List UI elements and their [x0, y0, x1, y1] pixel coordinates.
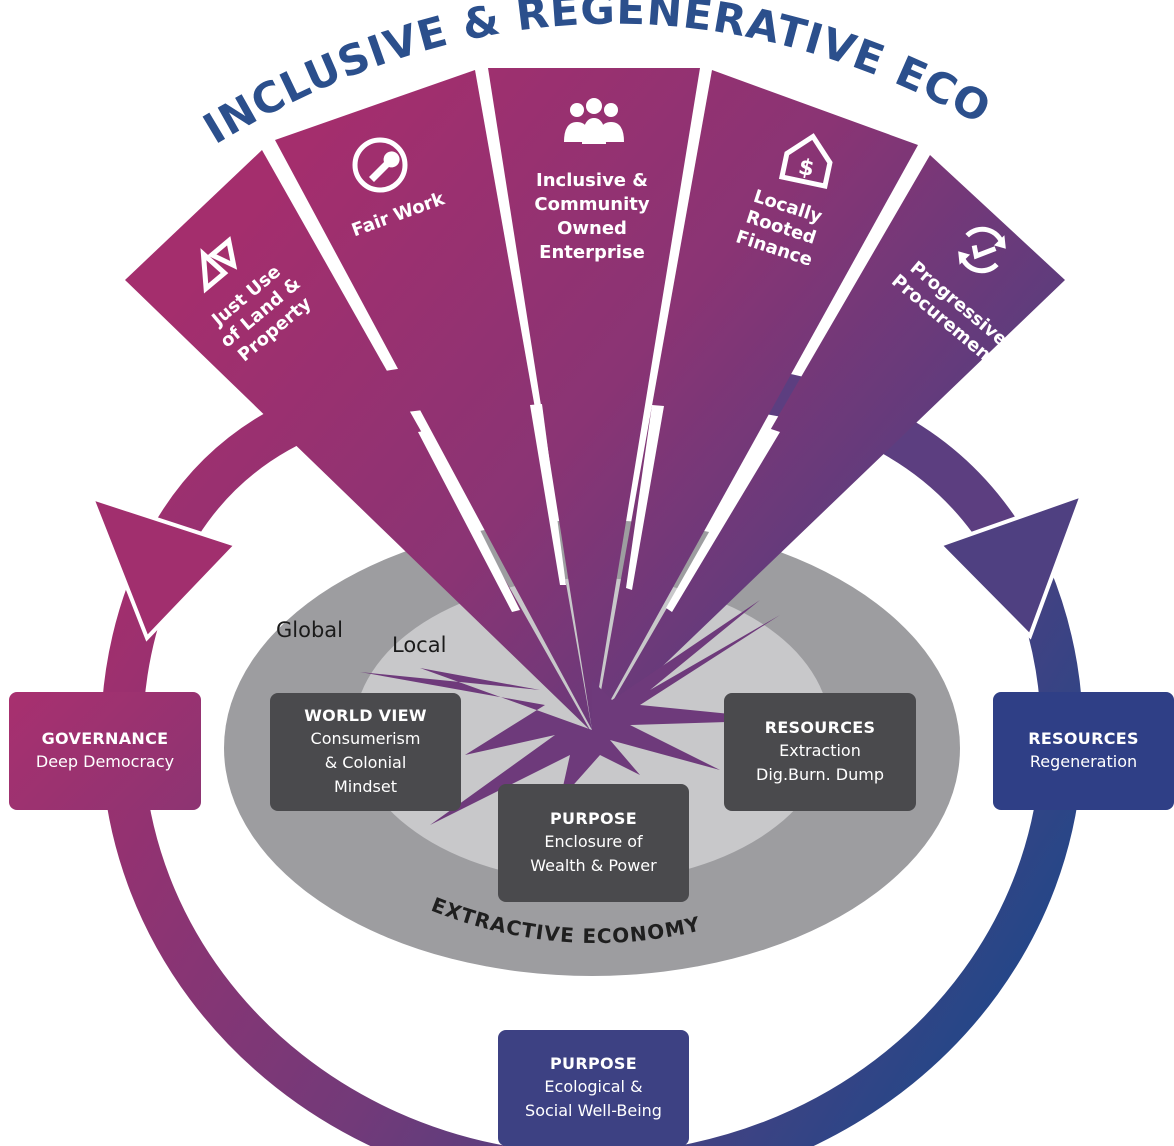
regeneration-resources-box: RESOURCES Regeneration	[993, 692, 1174, 810]
enclosure-purpose-box: PURPOSE Enclosure of Wealth & Power	[498, 784, 689, 902]
recycle-check-icon	[958, 226, 1006, 274]
wrench-icon	[352, 137, 408, 193]
pillar-fan	[125, 68, 1065, 730]
pillar-land	[125, 150, 590, 730]
world-view-box: WORLD VIEW Consumerism & Colonial Mindse…	[270, 693, 461, 811]
world-view-line: Consumerism	[310, 729, 421, 748]
enclosure-purpose-line: Wealth & Power	[530, 856, 657, 875]
house-dollar-icon: $	[778, 133, 833, 190]
triangles-icon	[200, 236, 238, 294]
pillar-work	[275, 70, 592, 730]
governance-line: Deep Democracy	[35, 752, 175, 771]
global-label: Global	[276, 618, 343, 642]
wellbeing-purpose-box: PURPOSE Ecological & Social Well-Being	[498, 1030, 689, 1146]
local-label: Local	[392, 633, 447, 657]
wellbeing-purpose-line: Social Well-Being	[525, 1101, 662, 1120]
white-slits	[418, 404, 780, 612]
people-icon	[564, 98, 624, 144]
world-view-line: & Colonial	[324, 753, 407, 772]
pillar-enterprise	[488, 68, 700, 730]
pillar-finance	[594, 70, 918, 730]
wellbeing-purpose-title: PURPOSE	[550, 1054, 637, 1073]
extraction-resources-box: RESOURCES Extraction Dig.Burn. Dump	[724, 693, 916, 811]
world-view-title: WORLD VIEW	[304, 706, 427, 725]
enclosure-purpose-title: PURPOSE	[550, 809, 637, 828]
regeneration-resources-line: Regeneration	[1029, 752, 1138, 771]
extraction-resources-line: Dig.Burn. Dump	[756, 765, 884, 784]
world-view-line: Mindset	[334, 777, 397, 796]
governance-title: GOVERNANCE	[41, 729, 169, 748]
extraction-resources-line: Extraction	[779, 741, 861, 760]
svg-text:$: $	[796, 154, 816, 182]
wellbeing-purpose-line: Ecological &	[544, 1077, 643, 1096]
enclosure-purpose-line: Enclosure of	[544, 832, 643, 851]
governance-box: GOVERNANCE Deep Democracy	[9, 692, 201, 810]
pillar-procurement	[596, 155, 1065, 730]
starburst	[360, 600, 790, 825]
regeneration-resources-title: RESOURCES	[1028, 729, 1139, 748]
extraction-resources-title: RESOURCES	[764, 718, 876, 737]
